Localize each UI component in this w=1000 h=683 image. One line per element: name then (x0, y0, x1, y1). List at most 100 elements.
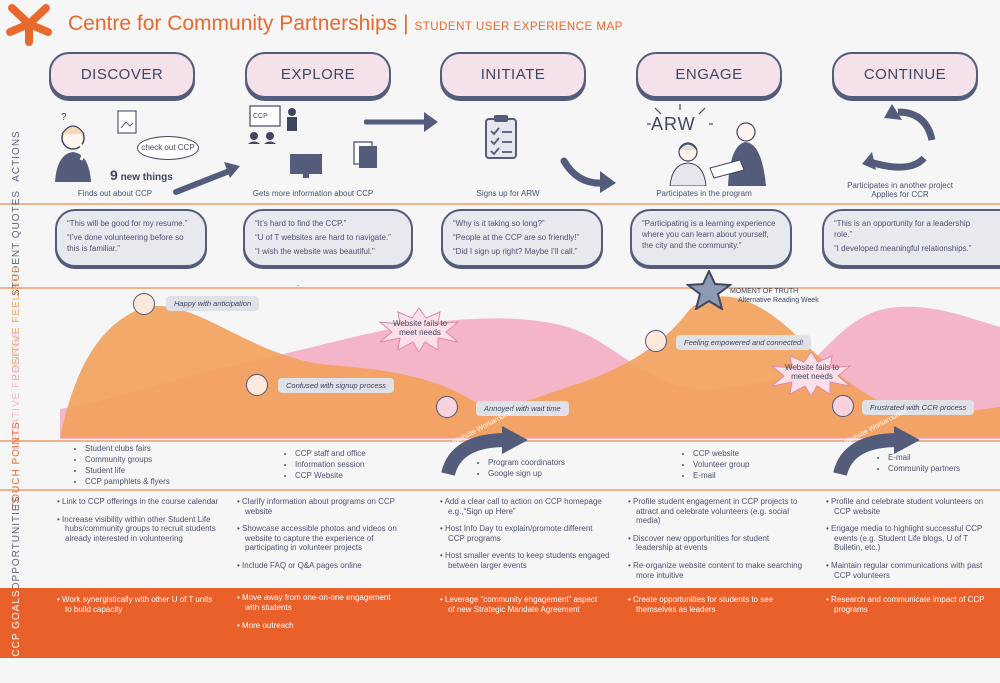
touch-point-item: Student clubs fairs (85, 444, 170, 454)
quote-bubble-discover: “This will be good for my resume.” “I’ve… (55, 209, 207, 267)
page-title: Centre for Community Partnerships|STUDEN… (68, 12, 623, 36)
opportunity-text: Profile student engagement in CCP projec… (633, 497, 798, 526)
reading-people-icon (669, 122, 766, 186)
opportunity-text: Maintain regular communications with pas… (831, 560, 983, 580)
happy-face-icon (133, 293, 155, 315)
caption-continue-1: Participates in another project (847, 181, 953, 190)
quote-bubble-initiate: “Why is it taking so long?” “People at t… (441, 209, 603, 267)
speech-bubble-check-out: check out CCP (137, 136, 199, 160)
annoyed-face-icon (436, 396, 458, 418)
opportunity-text: Discover new opportunities for student l… (633, 533, 770, 553)
stage-discover: DISCOVER (49, 52, 195, 98)
svg-text:CCP: CCP (253, 113, 268, 120)
opportunity-item: • Host smaller events to keep students e… (440, 551, 610, 570)
goals-band (0, 588, 1000, 658)
stage-engage: ENGAGE (636, 52, 782, 98)
opportunity-item: • Maintain regular communications with p… (826, 560, 983, 580)
opportunity-item: • Profile student engagement in CCP proj… (628, 497, 798, 526)
touch-point-item: Community groups (85, 455, 170, 465)
quote-bubble-engage: “Participating is a learning experience … (630, 209, 792, 267)
touch-point-item: Information session (295, 460, 366, 470)
website-fails-label-1: Website fails to meet needs (392, 319, 448, 337)
opportunity-text: Showcase accessible photos and videos on… (242, 524, 397, 553)
goal-item: • Move away from one-on-one engagement w… (237, 593, 391, 612)
opportunities-explore: • Clarify information about programs on … (237, 497, 417, 579)
goal-item: • Work synergistically with other U of T… (57, 595, 213, 614)
row-label-goals: CCP GOALS (11, 589, 22, 657)
quote-text: “It’s hard to find the CCP.” (255, 219, 347, 228)
quote-text: “Why is it taking so long?” (453, 219, 545, 228)
opportunities-initiate: • Add a clear call to action on CCP home… (440, 497, 610, 579)
feeling-confused: Confused with signup process (278, 378, 395, 393)
student-thinking-icon: ? (55, 112, 91, 182)
arrow-icon (173, 162, 240, 195)
opportunities-continue: • Profile and celebrate student voluntee… (826, 497, 998, 588)
clipboard-icon (485, 115, 517, 159)
feeling-frustrated: Frustrated with CCR process (862, 400, 975, 415)
touch-point-item: E-mail (693, 471, 750, 481)
feeling-empowered: Feeling empowered and connected! (676, 335, 812, 350)
goal-item: • Leverage “community engagement” aspect… (440, 595, 598, 614)
starburst-icon (378, 308, 460, 352)
opportunity-item: • Re-organize website content to make se… (628, 560, 803, 580)
row-divider (0, 287, 1000, 289)
opportunity-text: Host smaller events to keep students eng… (445, 551, 610, 570)
opportunities-engage: • Profile student engagement in CCP proj… (628, 497, 808, 588)
moment-of-truth-star-icon (686, 270, 732, 310)
opportunity-item: • Link to CCP offerings in the course ca… (57, 497, 219, 506)
title-separator: | (403, 12, 409, 35)
svg-text:?: ? (61, 112, 67, 123)
goals-initiate: • Leverage “community engagement” aspect… (440, 595, 600, 623)
starburst-icon (770, 352, 852, 396)
workaround-arrow-icon (833, 426, 920, 477)
opportunity-item: • Discover new opportunities for student… (628, 533, 770, 553)
opportunities-discover: • Link to CCP offerings in the course ca… (57, 497, 227, 551)
goal-text: Research and communicate impact of CCP p… (831, 595, 985, 614)
touch-points-continue: E-mail Community partners (878, 453, 960, 475)
touch-points-initiate: Program coordinators Google sign up (478, 458, 565, 480)
positive-feelings-area (60, 296, 1000, 439)
opportunity-text: Profile and celebrate student volunteers… (831, 497, 984, 516)
opportunity-item: • Host Info Day to explain/promote diffe… (440, 524, 593, 543)
stage-initiate: INITIATE (440, 52, 586, 98)
opportunity-text: Engage media to highlight successful CCP… (831, 524, 983, 553)
new-things-label: 9 new things (110, 167, 173, 183)
touch-points-discover: Student clubs fairs Community groups Stu… (75, 444, 170, 488)
quote-text: “Participating is a learning experience … (642, 219, 776, 250)
touch-point-item: Volunteer group (693, 460, 750, 470)
opportunity-text: Increase visibility within other Student… (62, 514, 216, 543)
confused-face-icon (246, 374, 268, 396)
goals-engage: • Create opportunities for students to s… (628, 595, 788, 623)
stage-explore: EXPLORE (245, 52, 391, 98)
caption-continue-2: Applies for CCR (871, 190, 929, 199)
opportunity-item: • Clarify information about programs on … (237, 497, 395, 516)
arrow-icon (560, 157, 616, 193)
opportunity-text: Clarify information about programs on CC… (242, 497, 395, 516)
feeling-annoyed: Annoyed with wait time (476, 401, 569, 416)
documents-icon (353, 141, 377, 168)
emotion-curve-chart (60, 296, 1000, 439)
caption-explore: Gets more information about CCP (252, 189, 374, 198)
goal-item: • More outreach (237, 621, 294, 630)
image-icon (117, 110, 137, 134)
opportunity-text: Link to CCP offerings in the course cale… (62, 497, 219, 506)
quote-text: “I’ve done volunteering before so this i… (67, 232, 184, 253)
title-text: Centre for Community Partnerships (68, 12, 398, 35)
caption-engage: Participates in the program (656, 189, 752, 198)
goal-text: Move away from one-on-one engagement wit… (242, 593, 391, 612)
touch-point-item: CCP pamphlets & flyers (85, 477, 170, 487)
quote-text: “I wish the website was beautiful.” (255, 246, 375, 256)
goal-text: Leverage “community engagement” aspect o… (445, 595, 598, 614)
goal-text: More outreach (242, 621, 294, 630)
opportunity-text: Host Info Day to explain/promote differe… (445, 524, 593, 543)
cycle-arrows-icon (862, 104, 936, 171)
opportunity-item: • Increase visibility within other Stude… (57, 514, 216, 543)
row-divider (0, 203, 1000, 205)
new-things-text: new things (120, 172, 173, 183)
quote-text: “People at the CCP are so friendly!” (453, 232, 580, 242)
opportunity-item: • Add a clear call to action on CCP home… (440, 497, 602, 516)
touch-point-item: E-mail (888, 453, 960, 463)
goal-item: • Research and communicate impact of CCP… (826, 595, 985, 614)
opportunity-item: • Engage media to highlight successful C… (826, 524, 983, 553)
caption-discover: Finds out about CCP (77, 189, 153, 198)
